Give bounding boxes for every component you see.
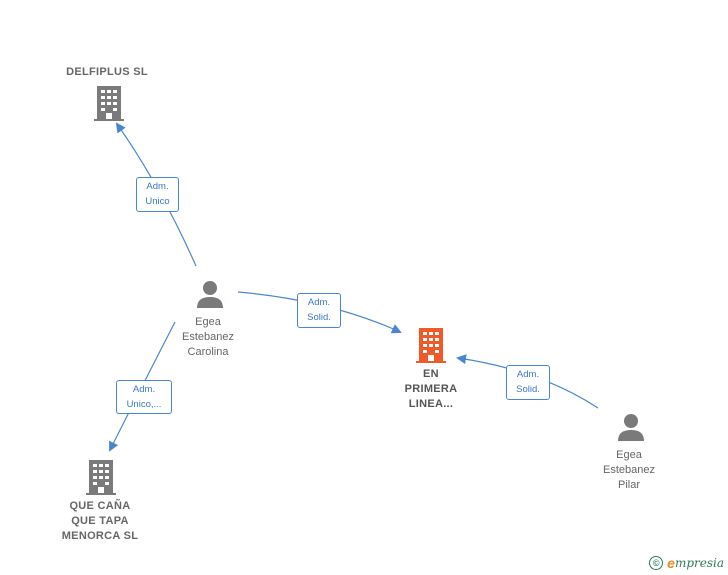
relation-label[interactable]: Adm. Unico,... [116,380,172,414]
company-name[interactable]: DELFIPLUS SL [66,66,148,78]
copyright-icon: © [649,556,664,570]
relation-label[interactable]: Adm. Unico [136,177,179,212]
brand-logo-initial: e [667,555,675,571]
company-name[interactable]: QUE CAÑA QUE TAPA MENORCA SL [61,500,139,542]
building-icon[interactable] [416,327,446,363]
building-icon[interactable] [86,459,116,495]
person-name[interactable]: Egea Estebanez Carolina [182,316,234,358]
relation-label[interactable]: Adm. Solid. [506,365,550,400]
brand-logo-text: mpresia [674,556,724,570]
company-name[interactable]: EN PRIMERA LINEA... [404,368,458,410]
building-icon[interactable] [94,85,124,121]
person-icon[interactable] [195,279,225,309]
relation-label[interactable]: Adm. Solid. [297,293,341,328]
person-icon[interactable] [616,412,646,442]
brand-footer: © e mpresia [649,555,724,571]
person-name[interactable]: Egea Estebanez Pilar [603,449,655,491]
